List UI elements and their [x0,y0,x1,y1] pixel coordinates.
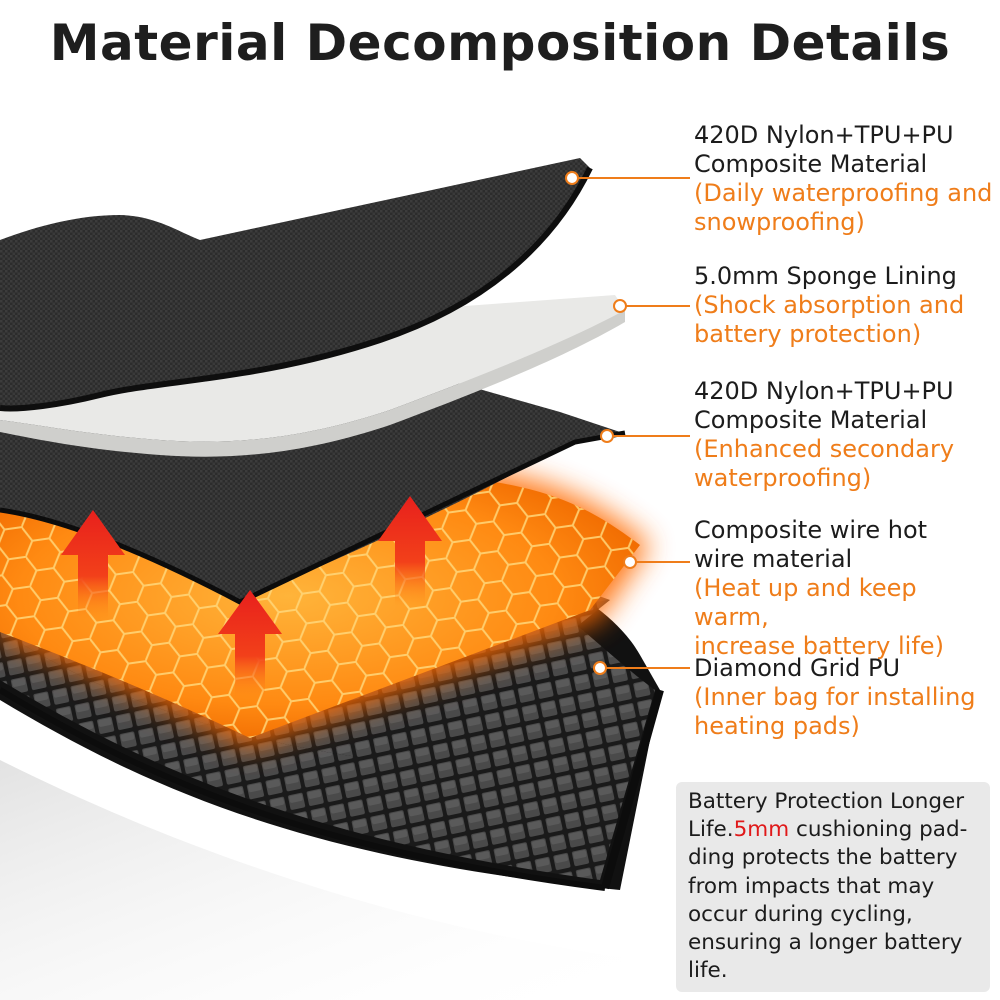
callout-name-line: Composite Material [694,150,928,178]
note-text-segment: Life. [688,817,734,843]
heat-arrow-right [378,496,442,606]
callout-desc-line: increase battery life) [694,632,944,660]
heat-arrows [61,496,442,700]
callout-desc-line: battery protection) [694,320,922,348]
note-highlight: 5mm [733,817,790,843]
callout-desc-line: waterproofing) [694,464,872,492]
callout-name-line: 420D Nylon+TPU+PU [694,121,954,149]
callout-sponge: 5.0mm Sponge Lining (Shock absorption an… [694,262,994,349]
page-title: Material Decomposition Details [49,14,951,72]
callout-name-line: Diamond Grid PU [694,654,901,682]
info-note-box [676,782,990,992]
callout-desc-line: heating pads) [694,712,860,740]
callout-name-line: wire material [694,545,853,573]
callout-name-line: Composite Material [694,406,928,434]
callout-diamond-grid: Diamond Grid PU (Inner bag for installin… [694,654,994,741]
note-line: from impacts that may [688,873,935,899]
callout-outer-nylon: 420D Nylon+TPU+PU Composite Material (Da… [694,121,994,237]
callout-leaders [565,171,690,675]
callout-name-line: 5.0mm Sponge Lining [694,262,957,290]
heat-arrow-left [61,510,125,620]
note-line: ding protects the battery [688,845,958,871]
note-line: Battery Protection Longer [688,789,965,814]
callout-inner-nylon: 420D Nylon+TPU+PU Composite Material (En… [694,377,994,493]
note-line: ensuring a longer battery [688,930,963,956]
callout-desc-line: (Inner bag for installing [694,683,976,711]
callout-desc-line: (Enhanced secondary [694,435,955,463]
callout-desc-line: snowproofing) [694,208,865,236]
callout-name-line: Composite wire hot [694,516,928,544]
note-text-segment: cushioning pad- [789,817,968,843]
note-line: Life.5mm cushioning pad- [688,816,978,844]
nylon-layer-1 [0,158,593,412]
callout-name-line: 420D Nylon+TPU+PU [694,377,954,405]
callout-desc-line: (Shock absorption and [694,291,965,319]
info-note-text: Battery Protection Longer Life.5mm cushi… [688,788,978,985]
heat-arrow-middle [218,590,282,700]
callout-desc-line: (Daily waterproofing and [694,179,993,207]
note-line: occur during cycling, [688,901,913,927]
callout-heating-wire: Composite wire hot wire material (Heat u… [694,516,994,661]
callout-desc-line: (Heat up and keep warm, [694,574,917,631]
note-line: life. [688,958,728,984]
